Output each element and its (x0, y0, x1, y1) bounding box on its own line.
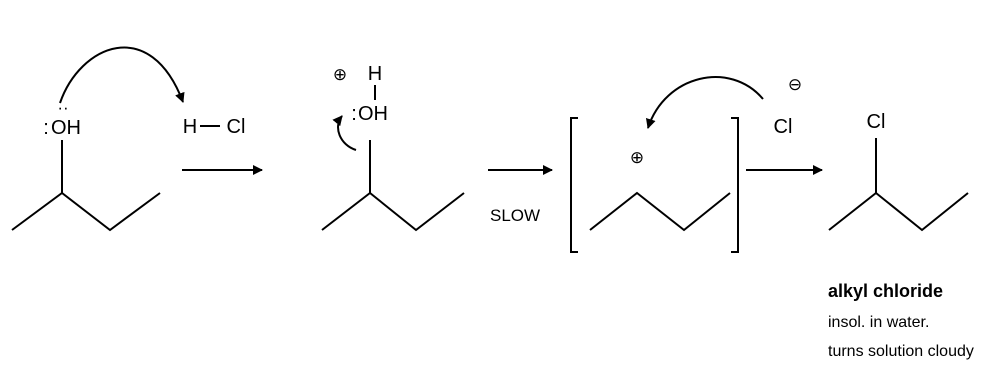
bracket-right (731, 117, 739, 253)
condition-slow-label: SLOW (490, 206, 540, 225)
protonated-oh-label: OH (358, 103, 388, 125)
curved-arrow-leaving-group (332, 115, 357, 151)
reagent-cl-label: Cl (227, 116, 246, 138)
reactant-lone-pair-top: ·· (57, 98, 68, 117)
carbocation-skeleton-bonds (589, 191, 731, 232)
reagent-h-label: H (183, 116, 197, 138)
protonated-positive-charge: ⊕ (333, 65, 347, 84)
product-name: alkyl chloride (828, 281, 943, 301)
chloride-cl-label: Cl (774, 116, 793, 138)
product-cl-label: Cl (867, 111, 886, 133)
carbocation-intermediate: ⊕ (570, 117, 739, 253)
reactant-oh-label: OH (51, 117, 81, 139)
protonated-h-label: H (368, 63, 382, 85)
protonated-alcohol: ⊕ H : OH (321, 63, 465, 232)
curved-arrow-protonation (59, 46, 185, 104)
carbocation-positive-charge: ⊕ (630, 148, 644, 167)
product-alkyl-chloride: Cl (828, 111, 969, 232)
reagent-hcl: H Cl (183, 116, 246, 138)
chloride-ion: ⊖ Cl (774, 75, 803, 138)
reactant-alcohol: ·· : OH (11, 98, 161, 232)
product-skeleton-bonds (828, 191, 969, 232)
curved-arrow-chloride-attack (645, 76, 764, 129)
reactant-skeleton-bonds (11, 191, 161, 232)
protonated-lone-pair: : (351, 103, 357, 125)
product-note-line-2: turns solution cloudy (828, 343, 974, 360)
bracket-left (570, 117, 578, 253)
product-note-line-1: insol. in water. (828, 314, 929, 331)
reactant-lone-pair: : (43, 117, 49, 139)
protonated-skeleton-bonds (321, 191, 465, 232)
chloride-negative-charge: ⊖ (788, 75, 802, 94)
product-description: alkyl chloride insol. in water. turns so… (828, 281, 974, 360)
